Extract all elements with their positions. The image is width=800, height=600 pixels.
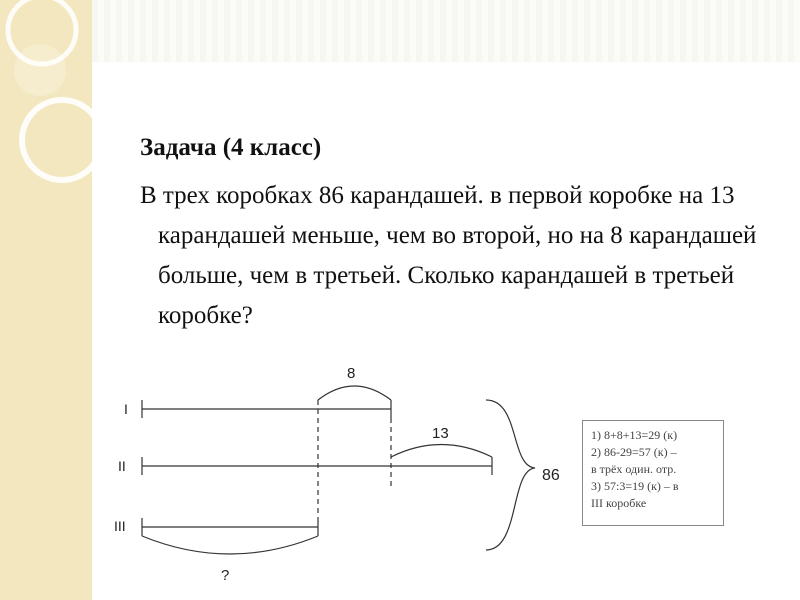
slide-title: Задача (4 класс) — [140, 134, 322, 161]
row-label-iii: III — [114, 518, 126, 534]
label-diff-8: 8 — [347, 365, 355, 382]
solution-line: в трёх один. отр. — [591, 462, 677, 476]
row-label-ii: II — [118, 458, 126, 474]
row-label-i: I — [124, 401, 128, 417]
decorative-left-band — [0, 0, 92, 600]
total-brace — [485, 399, 536, 551]
problem-text: В трех коробках 86 карандашей. в первой … — [140, 182, 757, 329]
arc-diff-13 — [390, 444, 493, 458]
arc-diff-8 — [317, 385, 392, 401]
solution-line: 2) 86-29=57 (к) – — [591, 445, 677, 459]
solution-line: III коробке — [591, 496, 647, 510]
solution-box: 1) 8+8+13=29 (к) 2) 86-29=57 (к) – в трё… — [582, 420, 724, 526]
solution-line: 3) 57:3=19 (к) – в — [591, 479, 679, 493]
solution-line: 1) 8+8+13=29 (к) — [591, 428, 678, 442]
decorative-circles-icon — [5, 0, 92, 183]
label-unknown: ? — [221, 567, 229, 584]
decorative-top-stripes — [92, 0, 800, 62]
arc-unknown — [141, 535, 319, 555]
label-diff-13: 13 — [432, 425, 449, 442]
label-total: 86 — [542, 467, 560, 484]
